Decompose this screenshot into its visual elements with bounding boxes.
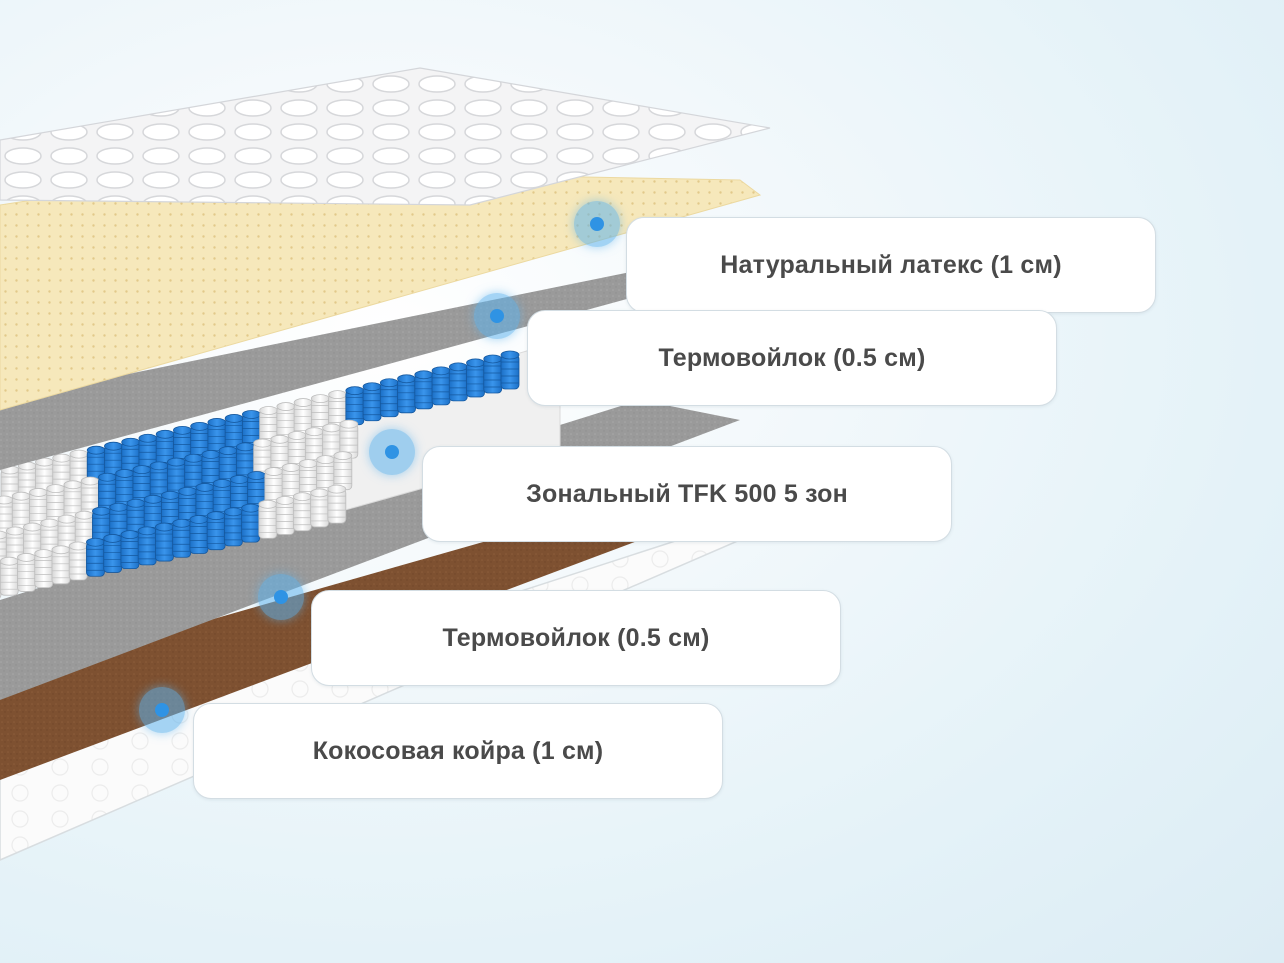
- layer-label: Термовойлок (0.5 см): [658, 343, 926, 372]
- spring-coil: [86, 537, 105, 577]
- spring-coil: [137, 526, 157, 566]
- spring-coil: [223, 507, 243, 547]
- spring-coil: [172, 518, 192, 558]
- spring-coil: [149, 461, 169, 501]
- spring-coil: [103, 534, 123, 573]
- spring-coil: [397, 374, 416, 414]
- spring-coil: [23, 522, 42, 562]
- spring-coil: [310, 488, 329, 528]
- spring-coil: [264, 467, 284, 506]
- marker-latex[interactable]: [574, 201, 620, 247]
- marker-springs[interactable]: [369, 429, 415, 475]
- spring-coil: [229, 475, 249, 514]
- top-cover: [0, 67, 771, 206]
- spring-coil: [414, 370, 434, 410]
- spring-coil: [316, 455, 335, 495]
- spring-coil: [345, 386, 365, 426]
- spring-coil: [293, 398, 313, 437]
- spring-coil: [275, 496, 295, 535]
- marker-felt-bottom[interactable]: [258, 574, 304, 620]
- spring-coil: [258, 499, 278, 539]
- label-card-felt-bottom: Термовойлок (0.5 см): [311, 590, 841, 686]
- spring-coil: [34, 549, 54, 589]
- spring-coil: [327, 484, 347, 524]
- spring-coil: [333, 451, 353, 491]
- spring-coil: [500, 350, 520, 390]
- spring-coil: [466, 358, 485, 398]
- spring-coil: [281, 463, 301, 502]
- spring-coil: [241, 410, 261, 449]
- marker-felt-top[interactable]: [474, 293, 520, 339]
- spring-coil: [189, 515, 209, 554]
- spring-block: [0, 349, 561, 599]
- spring-coil: [206, 511, 226, 551]
- spring-coil: [0, 556, 19, 596]
- spring-coil: [11, 491, 31, 531]
- layer-label: Кокосовая койра (1 см): [312, 736, 604, 765]
- spring-coil: [29, 488, 48, 527]
- spring-coil: [115, 469, 135, 508]
- spring-coil: [276, 402, 296, 441]
- label-card-coir: Кокосовая койра (1 см): [193, 703, 723, 799]
- layer-label: Натуральный латекс (1 см): [720, 250, 1062, 279]
- label-card-latex: Натуральный латекс (1 см): [626, 217, 1156, 313]
- label-card-felt-top: Термовойлок (0.5 см): [527, 310, 1057, 406]
- spring-coil: [51, 545, 71, 585]
- spring-coil: [167, 457, 186, 497]
- spring-coil: [483, 354, 503, 394]
- layer-label: Термовойлок (0.5 см): [442, 623, 710, 652]
- spring-coil: [379, 378, 399, 418]
- marker-coir[interactable]: [139, 687, 185, 733]
- spring-coil: [259, 406, 279, 445]
- spring-coil: [241, 503, 261, 543]
- layer-label: Зональный TFK 500 5 зон: [526, 479, 848, 508]
- spring-coil: [431, 366, 451, 406]
- label-card-springs: Зональный TFK 500 5 зон: [422, 446, 952, 542]
- spring-coil: [448, 362, 468, 402]
- spring-coil: [68, 541, 88, 581]
- spring-coil: [120, 530, 140, 570]
- spring-coil: [155, 522, 174, 562]
- spring-coil: [362, 382, 382, 422]
- spring-coil: [292, 492, 312, 532]
- spring-coil: [17, 553, 36, 592]
